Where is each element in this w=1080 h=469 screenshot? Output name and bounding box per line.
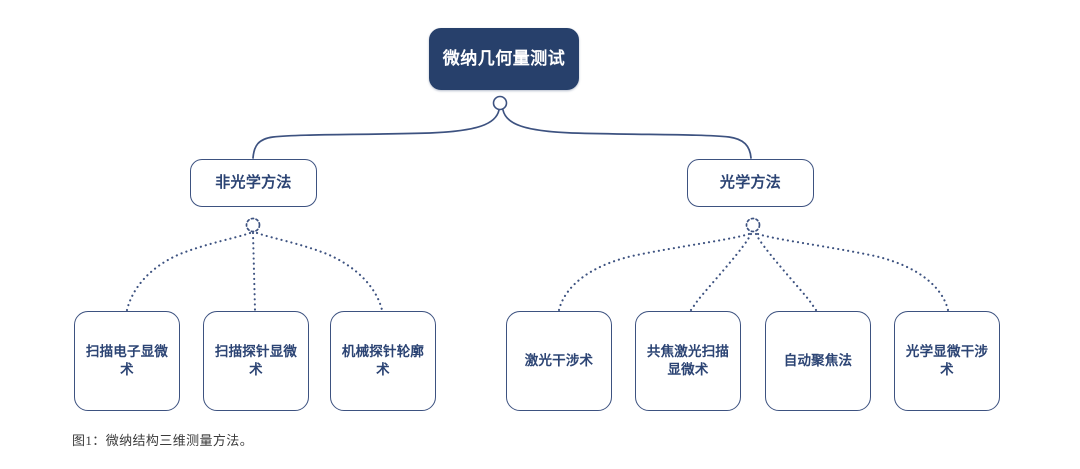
branch-0-hub-circle: [245, 217, 261, 233]
leaf-node-label: 机械探针轮廓术: [341, 343, 425, 377]
leaf-node-optical-microscopic-interferometry[interactable]: 光学显微干涉术: [894, 311, 1000, 411]
leaf-node-autofocus[interactable]: 自动聚焦法: [765, 311, 871, 411]
connector-branch-1-leaf-0: [557, 232, 751, 312]
leaf-node-label: 自动聚焦法: [783, 352, 853, 368]
leaf-node-stylus-profilometry[interactable]: 机械探针轮廓术: [330, 311, 436, 411]
root-node[interactable]: 微纳几何量测试: [429, 28, 579, 90]
connector-branch-1-leaf-2: [754, 232, 818, 312]
branch-1-hub-circle: [745, 217, 761, 233]
leaf-node-label: 扫描电子显微术: [85, 343, 169, 377]
leaf-node-confocal-laser-scanning[interactable]: 共焦激光扫描显微术: [635, 311, 741, 411]
figure-caption: 图1：微纳结构三维测量方法。: [72, 433, 254, 448]
leaf-node-label: 激光干涉术: [524, 352, 594, 368]
connector-root-to-branch-1: [502, 109, 752, 159]
connector-root-to-branch-0: [252, 109, 500, 159]
connector-branch-0-leaf-2: [255, 231, 384, 312]
connector-branch-1-leaf-3: [756, 232, 950, 312]
connector-branch-0-leaf-1: [251, 231, 257, 312]
leaf-node-label: 共焦激光扫描显微术: [646, 343, 730, 377]
leaf-node-label: 扫描探针显微术: [214, 343, 298, 377]
connector-branch-0-leaf-0: [125, 231, 252, 312]
root-node-label: 微纳几何量测试: [442, 48, 566, 68]
leaf-node-spm[interactable]: 扫描探针显微术: [203, 311, 309, 411]
leaf-node-sem[interactable]: 扫描电子显微术: [74, 311, 180, 411]
branch-node-label: 光学方法: [719, 173, 782, 191]
branch-node-optical[interactable]: 光学方法: [687, 159, 814, 207]
leaf-node-laser-interferometry[interactable]: 激光干涉术: [506, 311, 612, 411]
root-hub-circle: [492, 95, 508, 111]
branch-node-non-optical[interactable]: 非光学方法: [190, 159, 317, 207]
branch-node-label: 非光学方法: [215, 173, 292, 191]
connector-branch-1-leaf-1: [689, 232, 753, 312]
leaf-node-label: 光学显微干涉术: [905, 343, 989, 377]
